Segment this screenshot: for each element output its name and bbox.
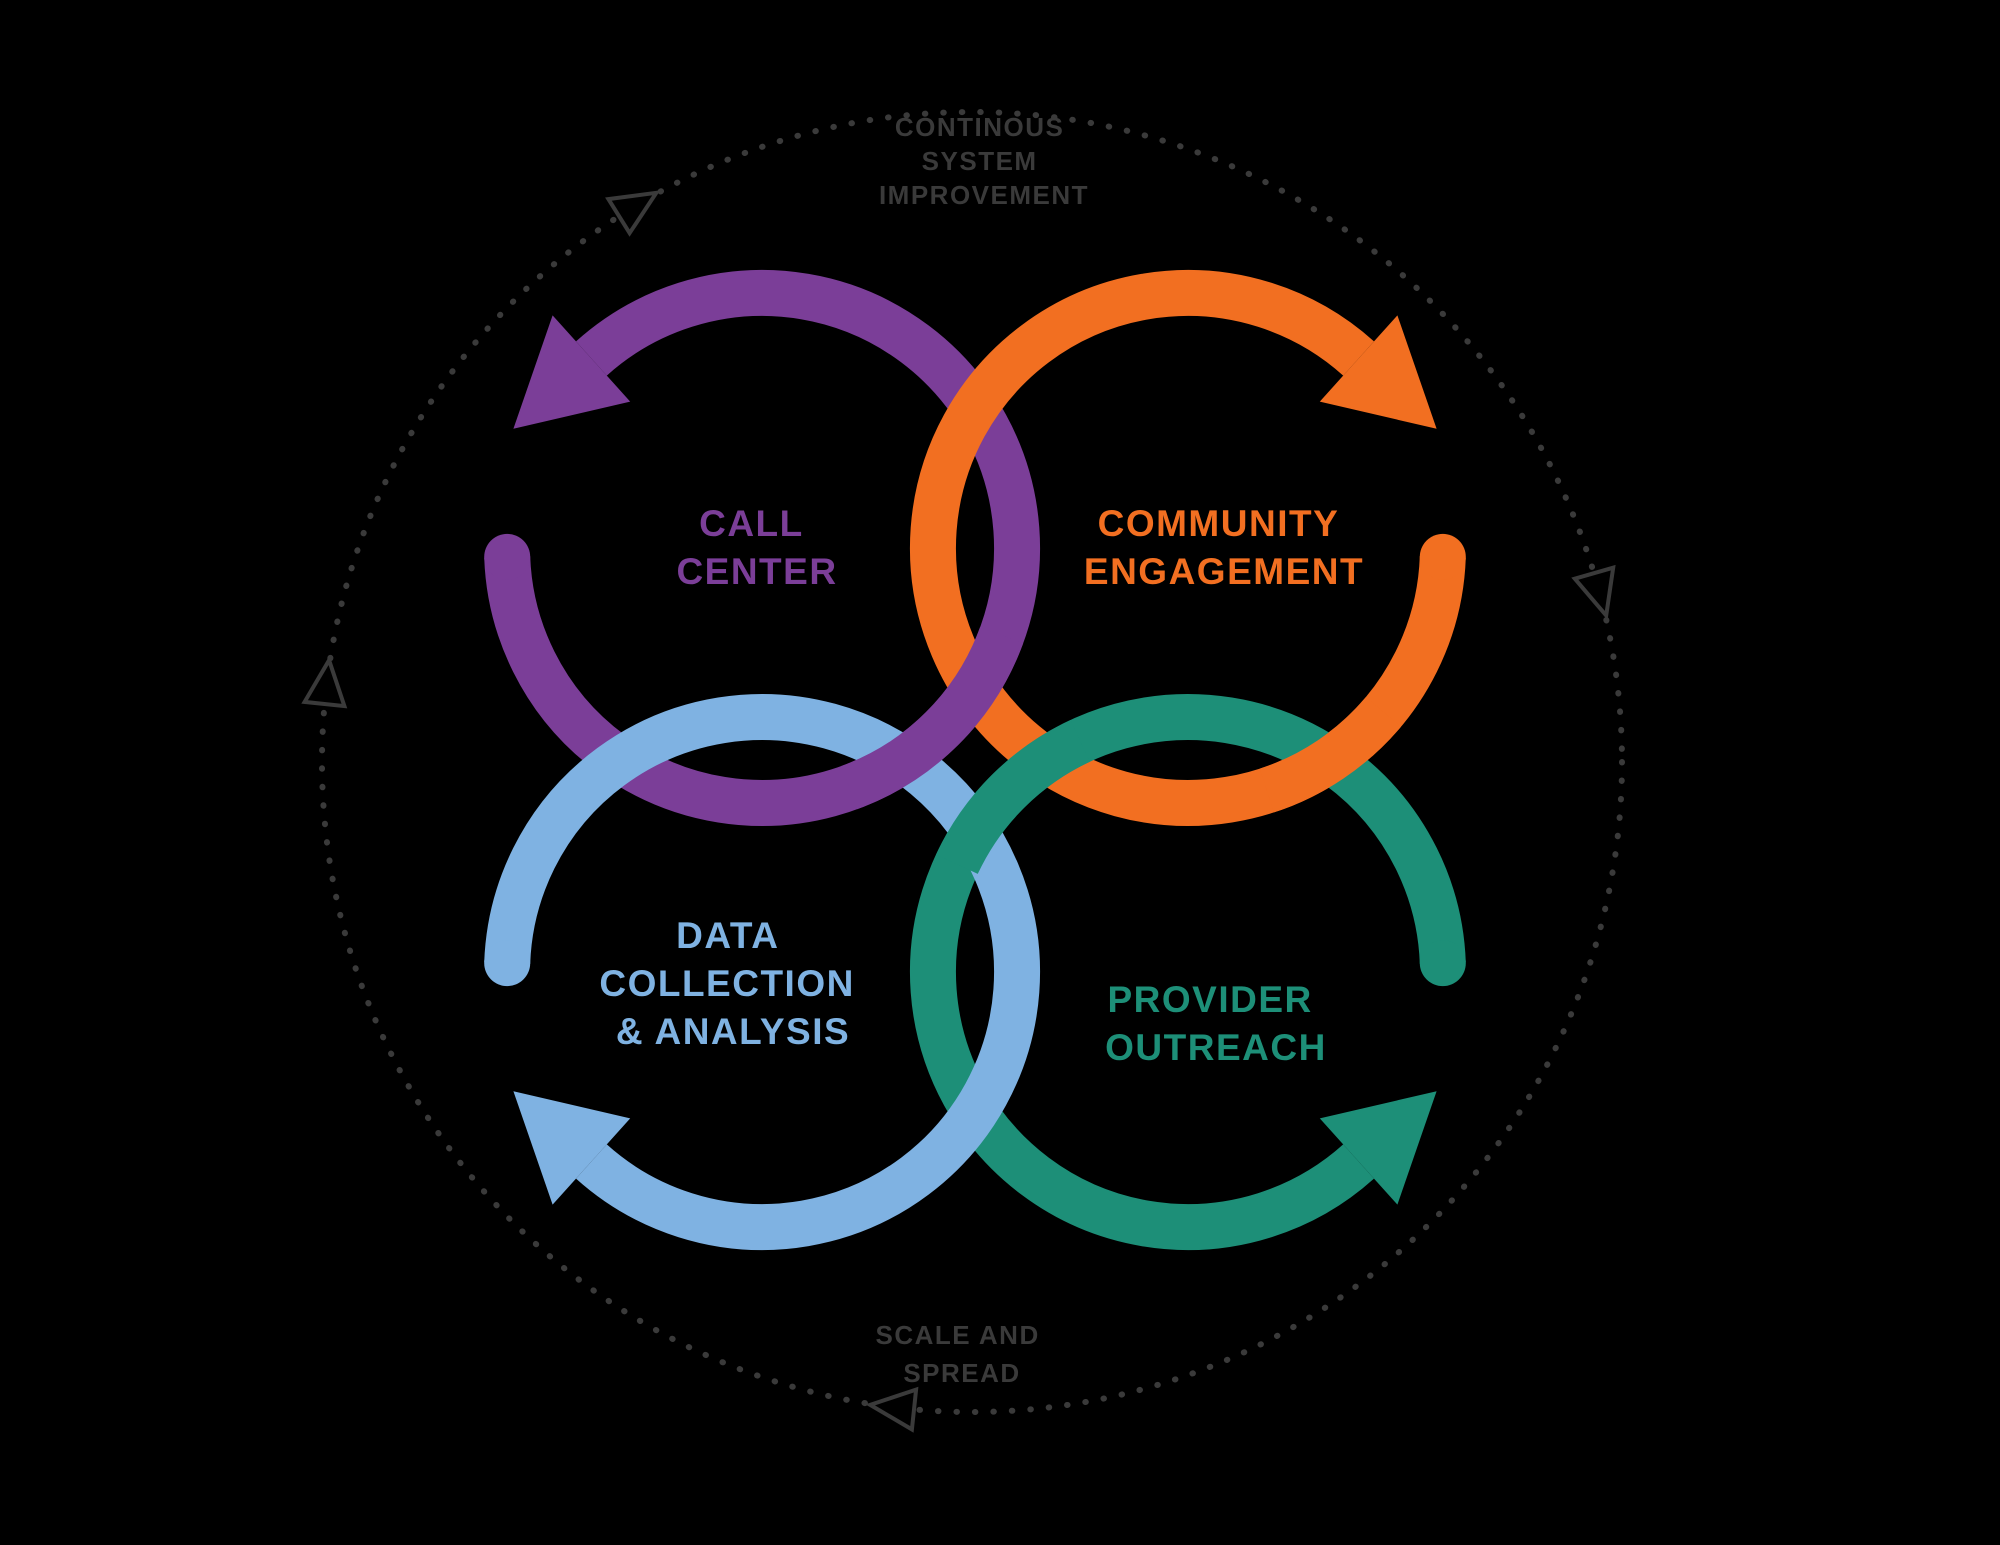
call-center-label: CALL CENTER	[676, 503, 837, 592]
community-engagement-cap	[1419, 533, 1466, 580]
loop-data-collection-analysis	[484, 694, 1041, 1251]
outer-label-bottom-line: SPREAD	[903, 1358, 1020, 1388]
data-collection-label-line: COLLECTION	[599, 963, 854, 1004]
outer-label-top-line: CONTINOUS	[895, 112, 1065, 142]
provider-outreach-arrowhead-icon	[1319, 1091, 1437, 1205]
data-collection-label-line: DATA	[676, 915, 778, 956]
call-center-cap	[484, 533, 531, 580]
call-center-label-line: CENTER	[676, 551, 837, 592]
outer-label-scale-and-spread: SCALE AND SPREAD	[876, 1320, 1049, 1388]
call-center-arrowhead-icon	[513, 315, 631, 429]
ring-arrow-top-icon	[605, 190, 661, 237]
outer-label-top-line: SYSTEM	[922, 146, 1038, 176]
data-collection-arc	[484, 694, 1041, 1251]
ring-arrow-bottom-icon	[865, 1386, 919, 1433]
ring-arrow-right-icon	[1571, 564, 1616, 621]
data-collection-label-line: & ANALYSIS	[616, 1011, 850, 1052]
ring-arrow-left-icon	[301, 655, 348, 709]
data-collection-cap	[484, 940, 531, 987]
provider-outreach-cap	[1419, 940, 1466, 987]
community-engagement-label: COMMUNITY ENGAGEMENT	[1084, 503, 1364, 592]
outer-label-bottom-line: SCALE AND	[876, 1320, 1040, 1350]
provider-outreach-label: PROVIDER OUTREACH	[1105, 979, 1327, 1068]
community-engagement-label-line: COMMUNITY	[1098, 503, 1339, 544]
provider-outreach-label-line: PROVIDER	[1107, 979, 1312, 1020]
community-engagement-arrowhead-icon	[1319, 315, 1437, 429]
community-engagement-arc-overlap	[1259, 696, 1402, 813]
data-collection-label: DATA COLLECTION & ANALYSIS	[599, 915, 866, 1052]
provider-outreach-label-line: OUTREACH	[1105, 1027, 1327, 1068]
data-collection-arrowhead-icon	[513, 1091, 631, 1205]
outer-label-continuous-system-improvement: CONTINOUS SYSTEM IMPROVEMENT	[879, 112, 1089, 210]
dotted-outer-ring	[319, 109, 1625, 1415]
provider-outreach-arc-overlap	[936, 720, 1091, 875]
call-center-arc-overlap	[840, 626, 1024, 810]
call-center-label-line: CALL	[699, 503, 803, 544]
outer-label-top-line: IMPROVEMENT	[879, 180, 1089, 210]
community-engagement-label-line: ENGAGEMENT	[1084, 551, 1364, 592]
